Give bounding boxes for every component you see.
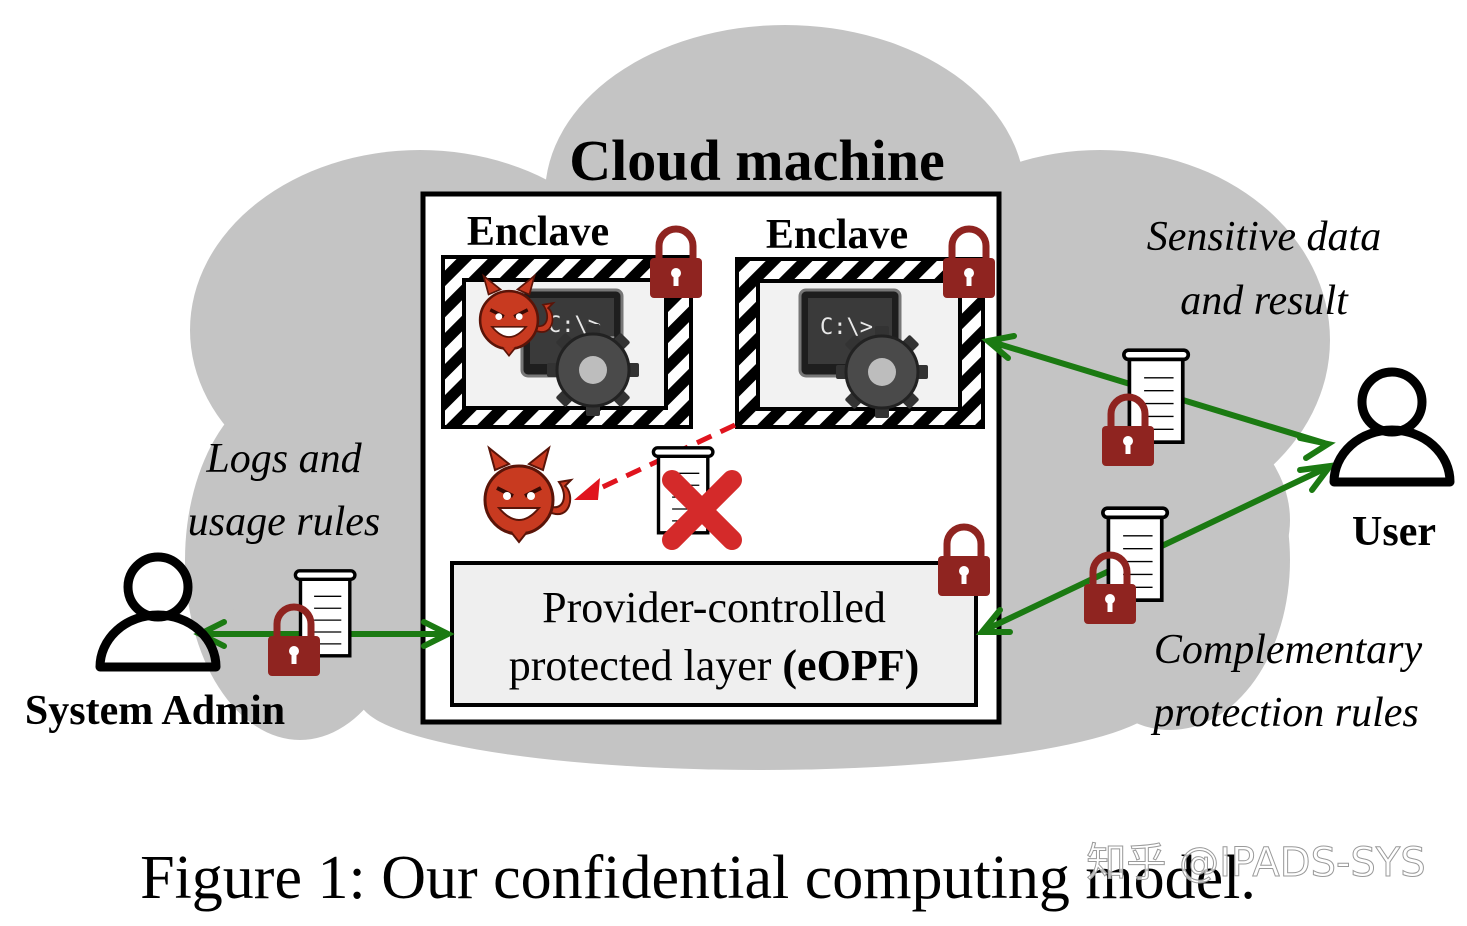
user-person-icon bbox=[1334, 372, 1450, 482]
sensitive-data-label-1: Sensitive data bbox=[1147, 214, 1381, 260]
logs-label-2: usage rules bbox=[188, 499, 381, 545]
logs-label-1: Logs and bbox=[205, 436, 362, 482]
system-admin-label: System Admin bbox=[25, 688, 285, 734]
eopf-line2: protected layer (eOPF) bbox=[509, 641, 919, 690]
blocked-leak bbox=[483, 422, 742, 550]
sensitive-data-label-2: and result bbox=[1180, 278, 1349, 324]
figure-caption: Figure 1: Our confidential computing mod… bbox=[140, 844, 1256, 912]
red-x-icon bbox=[662, 470, 742, 550]
user-label: User bbox=[1352, 509, 1436, 555]
complementary-label-1: Complementary bbox=[1154, 627, 1423, 673]
watermark: 知乎 @IPADS-SYS bbox=[1086, 840, 1425, 886]
enclave-left: Enclave C:\>_ bbox=[441, 209, 702, 429]
cloud-machine-title: Cloud machine bbox=[569, 128, 944, 193]
complementary-label-2: protection rules bbox=[1150, 690, 1419, 736]
terminal-gear-icon: C:\>_ bbox=[798, 288, 930, 420]
enclave-left-label: Enclave bbox=[467, 209, 609, 255]
terminal-prompt-text: C:\>_ bbox=[548, 313, 615, 338]
enclave-right: Enclave C:\>_ bbox=[735, 212, 995, 429]
eopf-layer: Provider-controlled protected layer (eOP… bbox=[450, 527, 990, 707]
eopf-line1: Provider-controlled bbox=[542, 583, 886, 632]
enclave-right-label: Enclave bbox=[766, 212, 908, 258]
